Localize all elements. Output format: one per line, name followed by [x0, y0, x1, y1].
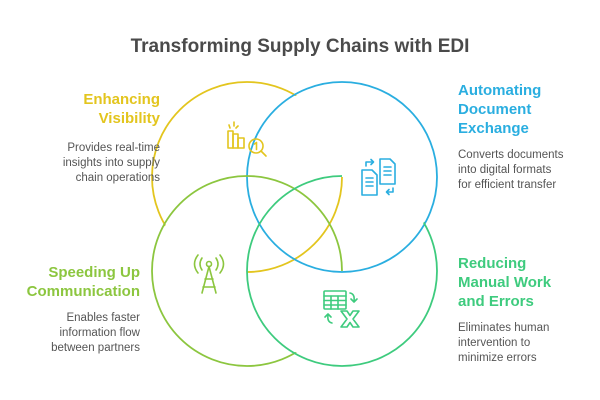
- heading-line: Exchange: [458, 120, 529, 137]
- description-line: into digital formats: [458, 164, 552, 176]
- description-line: for efficient transfer: [458, 179, 557, 191]
- description-line: insights into supply: [62, 157, 160, 169]
- spreadsheet-excel-icon: [323, 290, 360, 328]
- diagram-title: Transforming Supply Chains with EDI: [130, 36, 470, 57]
- description-line: chain operations: [75, 172, 160, 184]
- section-description: Eliminates human intervention to minimiz…: [458, 321, 598, 366]
- circles-group: [151, 81, 438, 367]
- description-line: Eliminates human: [458, 322, 550, 334]
- heading-line: Visibility: [98, 110, 160, 127]
- section-automating-document-exchange: Automating Document Exchange Converts do…: [458, 81, 598, 193]
- description-line: Provides real-time: [67, 142, 160, 154]
- chart-magnifier-icon: [227, 121, 267, 157]
- section-reducing-manual-work: Reducing Manual Work and Errors Eliminat…: [458, 254, 598, 366]
- section-enhancing-visibility: Enhancing Visibility Provides real-time …: [10, 90, 160, 186]
- antenna-tower-icon: [193, 254, 225, 294]
- heading-line: and Errors: [458, 293, 534, 310]
- section-description: Enables faster information flow between …: [10, 311, 140, 356]
- circle-manual: [246, 175, 438, 367]
- description-line: minimize errors: [458, 352, 537, 364]
- description-line: Converts documents: [458, 149, 564, 161]
- section-heading: Automating Document Exchange: [458, 81, 598, 138]
- heading-line: Speeding Up: [48, 264, 140, 281]
- heading-line: Manual Work: [458, 274, 552, 291]
- heading-line: Communication: [26, 283, 140, 300]
- section-speeding-up-communication: Speeding Up Communication Enables faster…: [10, 263, 140, 356]
- heading-line: Enhancing: [83, 91, 160, 108]
- heading-line: Document: [458, 101, 532, 118]
- description-line: intervention to: [458, 337, 531, 349]
- section-heading: Speeding Up Communication: [10, 263, 140, 301]
- circle-communication: [151, 175, 343, 367]
- section-heading: Enhancing Visibility: [10, 90, 160, 128]
- section-description: Provides real-time insights into supply …: [10, 141, 160, 186]
- heading-line: Automating: [458, 82, 542, 99]
- section-heading: Reducing Manual Work and Errors: [458, 254, 598, 311]
- section-description: Converts documents into digital formats …: [458, 148, 598, 193]
- heading-line: Reducing: [458, 255, 527, 272]
- document-exchange-icon: [361, 158, 396, 196]
- description-line: information flow: [59, 327, 140, 339]
- description-line: between partners: [51, 342, 140, 354]
- description-line: Enables faster: [66, 312, 140, 324]
